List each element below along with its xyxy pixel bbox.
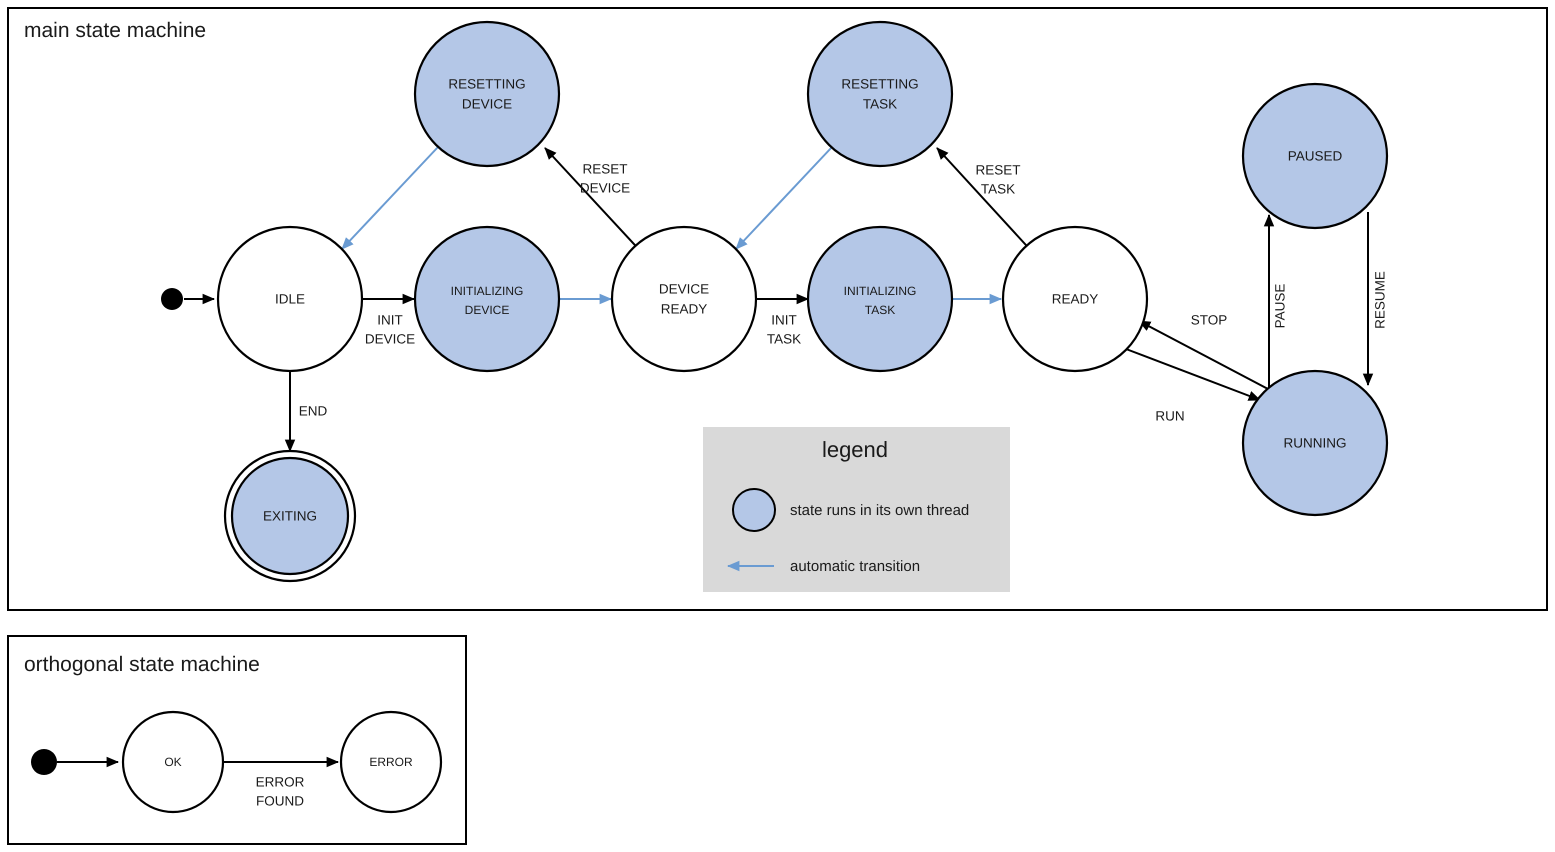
initial-state-dot-orthogonal bbox=[31, 749, 57, 775]
state-node-error[interactable]: ERROR bbox=[339, 710, 443, 814]
state-label-resetting-device-line2: DEVICE bbox=[462, 97, 512, 112]
edge-label-error-found-line1: ERROR bbox=[256, 775, 305, 790]
state-node-ready[interactable]: READY bbox=[1001, 225, 1149, 373]
legend: legend state runs in its own thread auto… bbox=[703, 427, 1010, 592]
state-node-resetting-device[interactable]: RESETTING DEVICE bbox=[413, 20, 561, 168]
state-circle-running[interactable] bbox=[1241, 369, 1389, 517]
legend-item-1-label: automatic transition bbox=[790, 558, 920, 575]
transition-running-paused: PAUSE bbox=[1263, 214, 1288, 392]
legend-item-0-label: state runs in its own thread bbox=[790, 502, 969, 519]
transition-running-ready: STOP bbox=[1138, 313, 1269, 390]
legend-title: legend bbox=[822, 437, 888, 462]
state-node-idle[interactable]: IDLE bbox=[216, 225, 364, 373]
state-node-paused[interactable]: PAUSED bbox=[1241, 82, 1389, 230]
state-circle-device-ready[interactable] bbox=[610, 225, 758, 373]
state-node-resetting-task[interactable]: RESETTING TASK bbox=[806, 20, 954, 168]
transition-ready-running: RUN bbox=[1125, 348, 1261, 424]
state-circle-resetting-device[interactable] bbox=[413, 20, 561, 168]
state-label-device-ready-line1: DEVICE bbox=[659, 282, 709, 297]
state-node-initializing-device[interactable]: INITIALIZING DEVICE bbox=[413, 225, 561, 373]
orthogonal-frame-title: orthogonal state machine bbox=[24, 653, 260, 676]
state-label-resetting-task-line2: TASK bbox=[863, 97, 897, 112]
state-label-device-ready-line2: READY bbox=[661, 302, 708, 317]
transition-resetting-task-device-ready bbox=[735, 146, 833, 250]
edge-label-reset-task-line2: TASK bbox=[981, 182, 1015, 197]
edge-label-reset-device-line1: RESET bbox=[582, 162, 627, 177]
edge-label-reset-task-line1: RESET bbox=[975, 163, 1020, 178]
transition-device-ready-resetting-device: RESET DEVICE bbox=[544, 147, 646, 257]
state-circle-error[interactable] bbox=[339, 710, 443, 814]
state-label-running: RUNNING bbox=[1284, 436, 1347, 451]
state-node-initializing-task[interactable]: INITIALIZING TASK bbox=[806, 225, 954, 373]
edge-label-pause: PAUSE bbox=[1273, 284, 1288, 329]
edge-label-run: RUN bbox=[1155, 409, 1184, 424]
transition-ready-resetting-task: RESET TASK bbox=[936, 147, 1037, 257]
orthogonal-state-machine-frame: orthogonal state machine ERROR FOUND OK … bbox=[7, 635, 467, 845]
transition-resetting-device-idle bbox=[341, 146, 439, 250]
main-frame-title: main state machine bbox=[24, 19, 206, 42]
transition-ok-error: ERROR FOUND bbox=[222, 756, 339, 809]
blue-circle-icon bbox=[732, 488, 776, 532]
edge-label-init-device-line2: DEVICE bbox=[365, 332, 415, 347]
state-node-running[interactable]: RUNNING bbox=[1241, 369, 1389, 517]
edge-label-init-task-line1: INIT bbox=[771, 313, 797, 328]
transition-paused-running: RESUME bbox=[1362, 212, 1388, 386]
state-label-exiting: EXITING bbox=[263, 509, 317, 524]
state-label-initializing-device-line1: INITIALIZING bbox=[451, 284, 524, 298]
edge-line-stop bbox=[1138, 320, 1269, 390]
state-label-ok: OK bbox=[164, 755, 181, 769]
initial-state-dot-main bbox=[161, 288, 183, 310]
edge-label-error-found-line2: FOUND bbox=[256, 794, 304, 809]
legend-item-automatic-transition: automatic transition bbox=[727, 558, 920, 575]
edge-line-resetting-device-idle bbox=[341, 146, 439, 250]
state-circle-idle[interactable] bbox=[216, 225, 364, 373]
state-node-device-ready[interactable]: DEVICE READY bbox=[610, 225, 758, 373]
state-node-exiting[interactable]: EXITING bbox=[223, 449, 357, 583]
edge-label-resume: RESUME bbox=[1373, 271, 1388, 329]
edge-line-reset-task bbox=[936, 147, 1037, 257]
edge-label-init-task-line2: TASK bbox=[767, 332, 801, 347]
legend-item-threaded-state: state runs in its own thread bbox=[732, 488, 969, 532]
edge-label-init-device-line1: INIT bbox=[377, 313, 403, 328]
edge-label-reset-device-line2: DEVICE bbox=[580, 181, 630, 196]
edge-line-reset-device bbox=[544, 147, 646, 257]
state-circle-initializing-task[interactable] bbox=[806, 225, 954, 373]
state-circle-ready[interactable] bbox=[1001, 225, 1149, 373]
transition-device-ready-initializing-task: INIT TASK bbox=[756, 293, 809, 347]
state-label-initializing-task-line1: INITIALIZING bbox=[844, 284, 917, 298]
main-state-machine-frame: main state machine INIT DEVICE END RE bbox=[7, 7, 1548, 611]
edge-label-stop: STOP bbox=[1191, 313, 1228, 328]
state-label-error: ERROR bbox=[369, 755, 413, 769]
state-label-resetting-task-line1: RESETTING bbox=[841, 77, 918, 92]
state-label-initializing-task-line2: TASK bbox=[865, 303, 895, 317]
state-circle-exiting[interactable] bbox=[230, 456, 350, 576]
state-circle-resetting-task[interactable] bbox=[806, 20, 954, 168]
transition-idle-exiting: END bbox=[284, 372, 328, 452]
edge-line-run bbox=[1125, 348, 1261, 401]
state-node-ok[interactable]: OK bbox=[121, 710, 225, 814]
transition-idle-initializing-device: INIT DEVICE bbox=[362, 293, 415, 347]
state-label-idle: IDLE bbox=[275, 292, 305, 307]
edge-label-end: END bbox=[299, 404, 328, 419]
state-circle-paused[interactable] bbox=[1241, 82, 1389, 230]
state-label-ready: READY bbox=[1052, 292, 1099, 307]
state-circle-ok[interactable] bbox=[121, 710, 225, 814]
edge-line-resetting-task-device-ready bbox=[735, 146, 833, 250]
state-label-resetting-device-line1: RESETTING bbox=[448, 77, 525, 92]
state-circle-initializing-device[interactable] bbox=[413, 225, 561, 373]
state-label-initializing-device-line2: DEVICE bbox=[465, 303, 510, 317]
state-label-paused: PAUSED bbox=[1288, 149, 1343, 164]
